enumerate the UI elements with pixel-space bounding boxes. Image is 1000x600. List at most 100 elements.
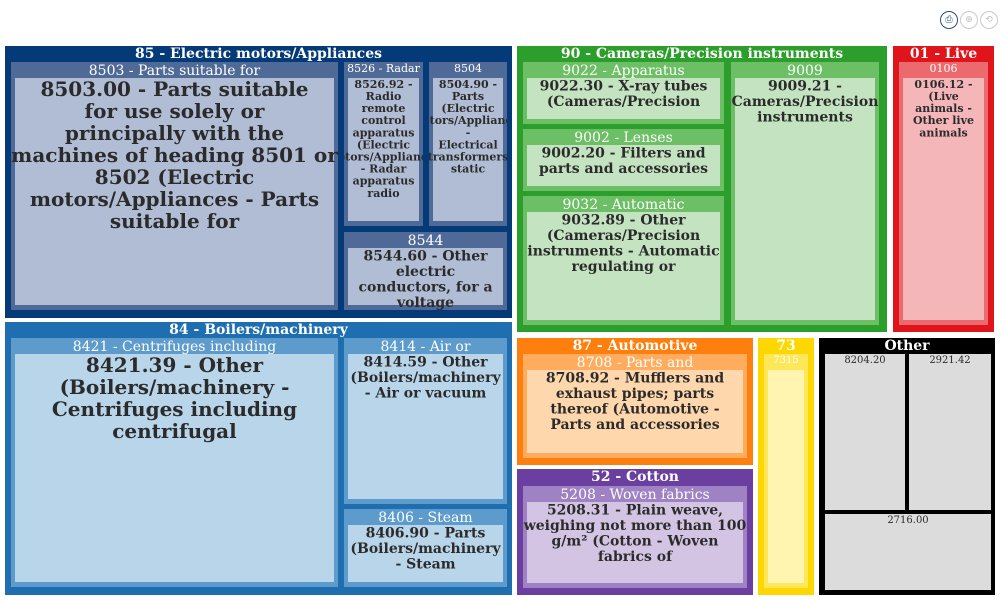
- leaf-label-line: Other live: [913, 114, 974, 127]
- leaf-label-line: instruments - Automatic: [527, 243, 719, 259]
- treemap-node[interactable]: 2716.00: [825, 514, 991, 590]
- leaf-label: 8406.90 - Parts(Boilers/machinery- Steam: [350, 526, 501, 573]
- leaf-label: 8421.39 - Other(Boilers/machinery -Centr…: [52, 353, 297, 443]
- treemap-node[interactable]: 8204.20: [825, 354, 905, 510]
- leaf-rect[interactable]: [348, 78, 419, 221]
- leaf-label-line: radio: [367, 187, 399, 200]
- leaf-label-line: motors/Appliances: [326, 151, 441, 164]
- leaf-rect[interactable]: [527, 212, 720, 320]
- leaf-label-line: (Electric: [441, 102, 495, 115]
- leaf-rect[interactable]: [527, 145, 720, 186]
- group-label: 01 - Live: [910, 46, 977, 62]
- node-label: 8526 - Radar: [347, 62, 420, 75]
- leaf-label-line: centrifugal: [112, 419, 237, 443]
- node-rect[interactable]: [825, 354, 905, 510]
- group-label: Other: [884, 338, 930, 354]
- leaf-rect[interactable]: [348, 248, 503, 305]
- leaf-rect[interactable]: [527, 78, 720, 119]
- node-label: 8708 - Parts and: [577, 355, 694, 371]
- leaf-label-line: animals: [919, 126, 967, 139]
- node-rect[interactable]: [825, 514, 991, 590]
- node-label: 8504: [454, 62, 482, 75]
- leaf-label-line: animals -: [915, 102, 972, 115]
- leaf-label-line: (Boilers/machinery: [350, 541, 501, 557]
- leaf-rect[interactable]: [15, 354, 334, 582]
- leaf-label-line: static: [451, 163, 486, 176]
- leaf-rect[interactable]: [433, 78, 503, 221]
- leaf-label-line: 8544.60 - Other: [363, 249, 488, 265]
- leaf-label-line: apparatus: [353, 126, 415, 139]
- zoom-icon[interactable]: ⊕: [960, 11, 978, 29]
- leaf-rect[interactable]: [527, 502, 743, 583]
- treemap-node[interactable]: 7315: [764, 354, 808, 588]
- node-label: 8503 - Parts suitable for: [89, 63, 261, 79]
- node-label: 5208 - Woven fabrics: [560, 487, 709, 503]
- leaf-label-line: voltage: [396, 295, 454, 311]
- leaf-label-line: 8421.39 - Other: [86, 353, 264, 377]
- leaf-rect[interactable]: [527, 370, 743, 453]
- leaf-rect[interactable]: [348, 525, 503, 582]
- leaf-label-line: motors/Appliances: [411, 114, 526, 127]
- group-label: 84 - Boilers/machinery: [169, 322, 348, 338]
- node-label: 9002 - Lenses: [574, 130, 673, 146]
- download-icon[interactable]: ⎙: [940, 11, 958, 29]
- leaf-label-line: 5208.31 - Plain weave,: [547, 503, 723, 519]
- chart-toolbar: ⎙ ⊕ ⟲: [940, 11, 1000, 33]
- leaf-rect[interactable]: [348, 354, 503, 499]
- leaf-label-line: exhaust pipes; parts: [556, 386, 714, 402]
- leaf-rect[interactable]: [15, 78, 334, 305]
- leaf-rect[interactable]: [903, 78, 984, 320]
- leaf-label-line: 0106.12 -: [914, 78, 972, 91]
- leaf-label: 8414.59 - Other(Boilers/machinery- Air o…: [350, 355, 501, 402]
- leaf-label-line: Electrical: [438, 138, 497, 151]
- leaf-label: 9022.30 - X-ray tubes(Cameras/Precision: [540, 79, 708, 110]
- group-label: 52 - Cotton: [591, 469, 679, 485]
- leaf-rect[interactable]: [735, 78, 875, 320]
- leaf-label-line: 9022.30 - X-ray tubes: [540, 79, 708, 95]
- leaf-label-line: 8526.92 -: [354, 78, 412, 91]
- leaf-label-line: instruments: [757, 109, 853, 125]
- leaf-label: 8204.20: [844, 355, 885, 366]
- leaf-label-line: (Cameras/Precision: [547, 228, 700, 244]
- group-label: 90 - Cameras/Precision instruments: [561, 46, 843, 62]
- leaf-rect[interactable]: [768, 370, 804, 583]
- node-label: 8406 - Steam: [378, 510, 472, 526]
- treemap-node[interactable]: 2921.42: [909, 354, 991, 510]
- leaf-label-line: Radio: [366, 90, 402, 103]
- leaf-label-line: g/m² (Cotton - Woven: [552, 533, 719, 549]
- leaf-label-line: (Cameras/Precision: [547, 94, 700, 110]
- leaf-label-line: conductors, for a: [358, 279, 492, 295]
- reset-icon[interactable]: ⟲: [980, 11, 998, 29]
- leaf-label-line: for use solely or: [85, 99, 265, 123]
- group-label: 87 - Automotive: [573, 338, 698, 354]
- node-label: 9032 - Automatic: [562, 197, 684, 213]
- node-rect[interactable]: [909, 354, 991, 510]
- leaf-label-line: - Steam: [395, 556, 455, 572]
